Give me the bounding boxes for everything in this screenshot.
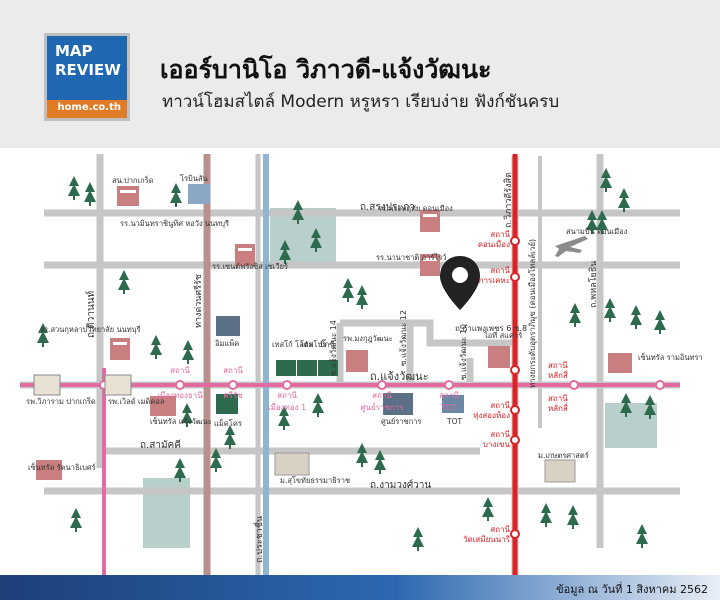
park-area xyxy=(143,478,190,548)
svg-text:สน.ปากเกร็ด: สน.ปากเกร็ด xyxy=(112,175,154,185)
location-map: ถ.สรงประภา ถ.แจ้งวัฒนะ ถ.สามัคคี ถ.งามวง… xyxy=(0,148,720,575)
svg-text:รพ.เวิลด์ เมดิคอล: รพ.เวิลด์ เมดิคอล xyxy=(108,397,164,406)
road-label: ถ.ประชาชื่น xyxy=(252,516,265,563)
svg-text:สถานี: สถานี xyxy=(548,361,568,370)
svg-text:การเคหะ: การเคหะ xyxy=(479,276,510,285)
project-location-pin xyxy=(440,256,480,310)
svg-text:ศูนย์ราชการ: ศูนย์ราชการ xyxy=(381,417,421,426)
svg-text:เซ็นทรัล รัตนาธิเบศร์: เซ็นทรัล รัตนาธิเบศร์ xyxy=(28,462,96,472)
park-area xyxy=(270,208,336,264)
svg-text:สถานี: สถานี xyxy=(490,430,510,439)
svg-text:สถานี: สถานี xyxy=(490,266,510,275)
svg-text:รพ.วิภาราม ปากเกร็ด: รพ.วิภาราม ปากเกร็ด xyxy=(26,396,96,406)
svg-text:เซ็นทรัล รามอินทรา: เซ็นทรัล รามอินทรา xyxy=(638,352,703,362)
svg-text:แม็คโคร: แม็คโคร xyxy=(214,418,242,428)
svg-text:สถานี: สถานี xyxy=(439,391,459,400)
svg-text:สถานี: สถานี xyxy=(170,366,190,375)
red-station-labels: สถานีดอนเมือง สถานีการเคหะ สถานีหลักสี่ … xyxy=(463,230,568,544)
data-date-note: ข้อมูล ณ วันที่ 1 สิงหาคม 2562 xyxy=(556,583,708,596)
page-title: เออร์บานิโอ วิภาวดี-แจ้งวัฒนะ xyxy=(160,55,492,84)
svg-text:รร.พระหฤทัย ดอนเมือง: รร.พระหฤทัย ดอนเมือง xyxy=(378,204,453,213)
road-label: ซ.แจ้งวัฒนะ 10 xyxy=(459,324,468,380)
svg-text:รพ.มงกุฎวัฒนะ: รพ.มงกุฎวัฒนะ xyxy=(343,334,393,343)
road-label: ซ.แจ้งวัฒนะ 12 xyxy=(399,310,408,366)
page-subtitle: ทาวน์โฮมสไตล์ Modern หรูหรา เรียบง่าย ฟั… xyxy=(162,92,560,112)
svg-text:สนามบิน ดอนเมือง: สนามบิน ดอนเมือง xyxy=(566,227,628,236)
red-line-stations xyxy=(510,236,520,539)
footer: ข้อมูล ณ วันที่ 1 สิงหาคม 2562 xyxy=(0,575,720,600)
svg-text:บางเขน: บางเขน xyxy=(483,440,511,449)
svg-text:ดอนเมือง: ดอนเมือง xyxy=(478,240,510,249)
svg-text:หลักสี่: หลักสี่ xyxy=(548,402,568,413)
svg-text:อิมแพ็ค: อิมแพ็ค xyxy=(215,338,240,348)
svg-text:สถานี: สถานี xyxy=(223,366,243,375)
road-label: ซ.แจ้งวัฒนะ 14 xyxy=(329,320,338,376)
svg-text:ศรีรัช: ศรีรัช xyxy=(223,391,243,400)
road-label: ถ.งามวงศ์วาน xyxy=(370,479,431,491)
svg-text:โรบินสัน: โรบินสัน xyxy=(180,174,208,183)
svg-text:สถานี: สถานี xyxy=(490,401,510,410)
svg-text:รร.เซนต์ฟรังซิส เซเวียร์: รร.เซนต์ฟรังซิส เซเวียร์ xyxy=(212,262,288,271)
svg-text:ศูนย์ราชการ: ศูนย์ราชการ xyxy=(360,402,404,413)
road-label: ถ.ติวานนท์ xyxy=(85,291,97,338)
road-label: ทางด่วนศรีรัช xyxy=(193,274,204,328)
svg-text:ไอที สแควร์: ไอที สแควร์ xyxy=(483,331,522,340)
road-label: ถ.สรงประภา xyxy=(360,202,415,213)
svg-text:เมืองทองธานี: เมืองทองธานี xyxy=(157,391,203,400)
svg-text:โฮมโปร: โฮมโปร xyxy=(300,340,326,349)
place-labels: สน.ปากเกร็ด โรบินสัน รร.นวมินทราชินูทิศ … xyxy=(26,174,703,485)
svg-text:ทุ่งสองห้อง: ทุ่งสองห้อง xyxy=(473,411,510,420)
svg-text:สถานี: สถานี xyxy=(490,230,510,239)
svg-text:เทสโก้ โลตัส: เทสโก้ โลตัส xyxy=(272,340,314,349)
svg-text:TOT: TOT xyxy=(440,403,457,412)
svg-text:สถานี: สถานี xyxy=(490,525,510,534)
road-label: ทางยกระดับอุตราภิมุข (ดอนเมืองโทลล์เวย์) xyxy=(527,239,537,388)
svg-text:เมืองทอง 1: เมืองทอง 1 xyxy=(268,403,306,412)
airplane-icon xyxy=(555,236,588,257)
road-label: ถ.วิภาวดีรังสิต xyxy=(503,172,514,228)
svg-text:สถานี: สถานี xyxy=(548,394,568,403)
svg-text:รร.สวนกุหลาบวิทยาลัย นนทบุรี: รร.สวนกุหลาบวิทยาลัย นนทบุรี xyxy=(40,325,141,334)
svg-text:TOT: TOT xyxy=(446,417,462,426)
road-label: ถ.พหลโยธิน xyxy=(588,261,599,308)
road-label: ถ.กำแพงเพชร 6 ซ.8 xyxy=(455,324,527,333)
svg-text:บิ๊กซี: บิ๊กซี xyxy=(320,339,335,349)
svg-text:สถานี: สถานี xyxy=(277,391,297,400)
svg-text:รร.นวมินทราชินูทิศ หอวัง นนทบุ: รร.นวมินทราชินูทิศ หอวัง นนทบุรี xyxy=(120,219,229,228)
svg-text:รร.นานาชาติ อาร์ไรว์: รร.นานาชาติ อาร์ไรว์ xyxy=(376,253,446,262)
svg-text:หลักสี่: หลักสี่ xyxy=(548,369,568,380)
road-label: ถ.สามัคคี xyxy=(140,439,181,451)
svg-text:วัดเสมียนนารี: วัดเสมียนนารี xyxy=(463,535,511,544)
building-icon xyxy=(33,184,632,483)
svg-text:ม.สุโขทัยธรรมาธิราช: ม.สุโขทัยธรรมาธิราช xyxy=(280,476,350,485)
svg-text:ม.เกษตรศาสตร์: ม.เกษตรศาสตร์ xyxy=(538,451,589,460)
logo-strip: home.co.th xyxy=(47,100,127,118)
pink-station-labels: สถานีเมืองทองธานี สถานีศรีรัช สถานีเมือง… xyxy=(157,366,459,413)
road-label: ถ.แจ้งวัฒนะ xyxy=(370,370,429,383)
svg-text:สถานี: สถานี xyxy=(372,391,392,400)
tree-icon xyxy=(37,168,666,551)
svg-text:เซ็นทรัล แจ้งวัฒนะ: เซ็นทรัล แจ้งวัฒนะ xyxy=(150,416,212,426)
map-canvas: ถ.สรงประภา ถ.แจ้งวัฒนะ ถ.สามัคคี ถ.งามวง… xyxy=(20,154,703,575)
